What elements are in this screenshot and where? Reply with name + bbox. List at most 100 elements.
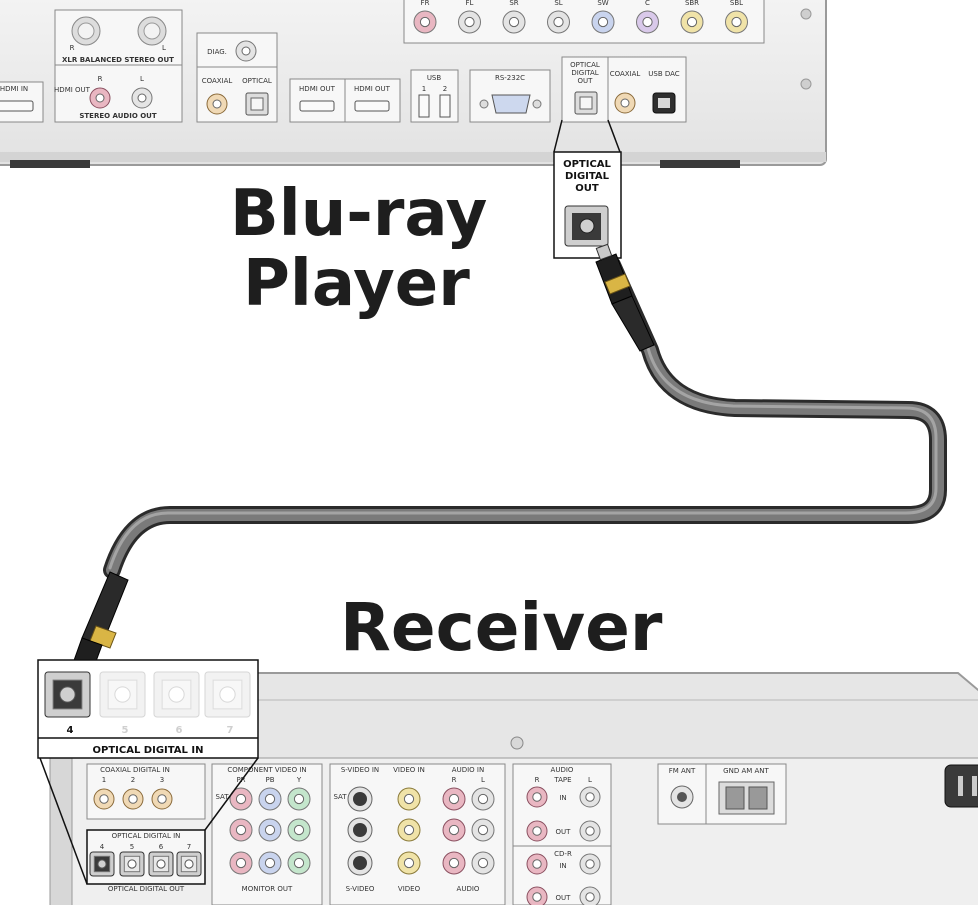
power-inlet[interactable]	[944, 764, 978, 808]
component-pr-jack[interactable]	[229, 851, 253, 875]
optical-in-4-small-port[interactable]	[89, 851, 115, 877]
speaker-label-fr: FR	[421, 0, 430, 7]
tape-cdr-r-jack[interactable]	[526, 786, 548, 808]
speaker-out-sw-jack[interactable]	[591, 10, 615, 34]
screw-icon	[800, 8, 812, 20]
component-pb-jack[interactable]	[258, 851, 282, 875]
tape-cdr-r-jack[interactable]	[526, 886, 548, 905]
usb-1-port[interactable]	[418, 94, 430, 118]
video-in-jack[interactable]	[397, 851, 421, 875]
audio-in-r-jack[interactable]	[442, 818, 466, 842]
optical-digital-in-small-label: OPTICAL DIGITAL IN	[112, 832, 181, 840]
speaker-label-sbr: SBR	[685, 0, 699, 7]
speaker-out-sl-jack[interactable]	[547, 10, 570, 34]
speaker-out-sr-jack[interactable]	[502, 10, 526, 34]
component-y-jack[interactable]	[287, 851, 311, 875]
coax-num-2: 2	[131, 776, 135, 784]
in-1-label: IN	[559, 794, 566, 802]
coaxial-2-jack[interactable]	[614, 92, 636, 114]
audio-in-l-jack[interactable]	[471, 851, 495, 875]
video-in-jack[interactable]	[397, 787, 421, 811]
hdmi-out-1-label: HDMI OUT	[299, 85, 336, 93]
screw-icon	[800, 78, 812, 90]
tape-cdr-r-jack[interactable]	[526, 853, 548, 875]
receiver-top-panel	[254, 672, 978, 761]
coaxial-jack[interactable]	[206, 93, 228, 115]
coax-in-1-jack[interactable]	[93, 788, 115, 810]
hdmi-in-port[interactable]	[0, 100, 34, 112]
hdmi-out-1-port[interactable]	[299, 100, 335, 112]
audio-bottom-label: AUDIO	[457, 885, 480, 893]
optical-port[interactable]	[245, 92, 269, 116]
hdmi-out-2-port[interactable]	[354, 100, 390, 112]
svideo-jack[interactable]	[347, 817, 373, 843]
receiver-title: Receiver	[340, 589, 663, 666]
speaker-out-sbr-jack[interactable]	[680, 10, 704, 34]
bluray-title-line1: Blu-ray	[230, 177, 487, 251]
component-pr-jack[interactable]	[229, 818, 253, 842]
component-pb-jack[interactable]	[258, 818, 282, 842]
hdmi-in-group: HDMI IN	[0, 81, 44, 123]
stereo-l-jack[interactable]	[131, 87, 153, 109]
component-pb-jack[interactable]	[258, 787, 282, 811]
bluray-optical-out-port[interactable]	[574, 91, 598, 115]
audio-r-label: R	[452, 776, 457, 784]
monitor-out-label: MONITOR OUT	[242, 885, 293, 893]
coax-in-3-jack[interactable]	[151, 788, 173, 810]
stereo-title: STEREO AUDIO OUT	[79, 112, 156, 120]
optical-in-6-small-port[interactable]	[148, 851, 174, 877]
speaker-label-sr: SR	[509, 0, 518, 7]
audio-in-l-jack[interactable]	[471, 787, 495, 811]
svideo-jack[interactable]	[347, 786, 373, 812]
usb-dac-label: USB DAC	[648, 70, 680, 78]
rs232c-port[interactable]	[491, 94, 531, 114]
comp-col-pb: PB	[265, 776, 274, 784]
receiver-callout-num-5: 5	[122, 725, 129, 736]
tape-cdr-l-jack[interactable]	[579, 886, 601, 905]
component-pr-jack[interactable]	[229, 787, 253, 811]
svideo-bottom-label: S-VIDEO	[346, 885, 375, 893]
xlr-r-label: R	[70, 44, 75, 52]
hdmi-out-2-label: HDMI OUT	[354, 85, 391, 93]
audio-in-l-jack[interactable]	[471, 818, 495, 842]
svideo-jack[interactable]	[347, 850, 373, 876]
bluray-callout-optical-port[interactable]	[564, 205, 609, 247]
speaker-out-c-jack[interactable]	[636, 10, 659, 34]
xlr-stereo-group: R L XLR BALANCED STEREO OUT HDMI OUT R L	[54, 9, 183, 123]
xlr-l-jack[interactable]	[137, 16, 167, 46]
speaker-out-fl-jack[interactable]	[458, 10, 481, 34]
optical-in-4-port[interactable]	[44, 671, 91, 718]
optical-in-5-small-port[interactable]	[119, 851, 145, 877]
component-y-jack[interactable]	[287, 787, 311, 811]
speaker-label-c: C	[645, 0, 650, 7]
audio-group-label: AUDIO	[551, 766, 574, 774]
stereo-r-jack[interactable]	[89, 87, 111, 109]
tape-l-label: L	[588, 776, 592, 784]
optical-in-7-small-port[interactable]	[176, 851, 202, 877]
xlr-r-jack[interactable]	[71, 16, 101, 46]
usb-2-port[interactable]	[439, 94, 451, 118]
fm-antenna-jack[interactable]	[670, 785, 694, 809]
audio-in-r-jack[interactable]	[442, 787, 466, 811]
opt-out-small-1: OPTICAL	[570, 61, 600, 69]
tape-cdr-l-jack[interactable]	[579, 853, 601, 875]
am-antenna-terminal[interactable]	[718, 781, 775, 815]
coax-in-2-jack[interactable]	[122, 788, 144, 810]
speaker-out-sbl-jack[interactable]	[725, 10, 748, 34]
tape-cdr-l-jack[interactable]	[579, 820, 601, 842]
video-in-jack[interactable]	[397, 818, 421, 842]
diag-jack[interactable]	[235, 40, 257, 62]
tape-cdr-l-jack[interactable]	[579, 786, 601, 808]
tape-cdr-r-jack[interactable]	[526, 820, 548, 842]
optical-label: OPTICAL	[242, 77, 272, 85]
opt-small-num-7: 7	[187, 843, 191, 851]
audio-in-r-jack[interactable]	[442, 851, 466, 875]
optical-in-5-port[interactable]	[99, 671, 146, 718]
speaker-out-fr-jack[interactable]	[413, 10, 437, 34]
bluray-callout-line3: OUT	[575, 183, 599, 194]
optical-in-6-port[interactable]	[153, 671, 200, 718]
optical-in-7-port[interactable]	[204, 671, 251, 718]
component-y-jack[interactable]	[287, 818, 311, 842]
